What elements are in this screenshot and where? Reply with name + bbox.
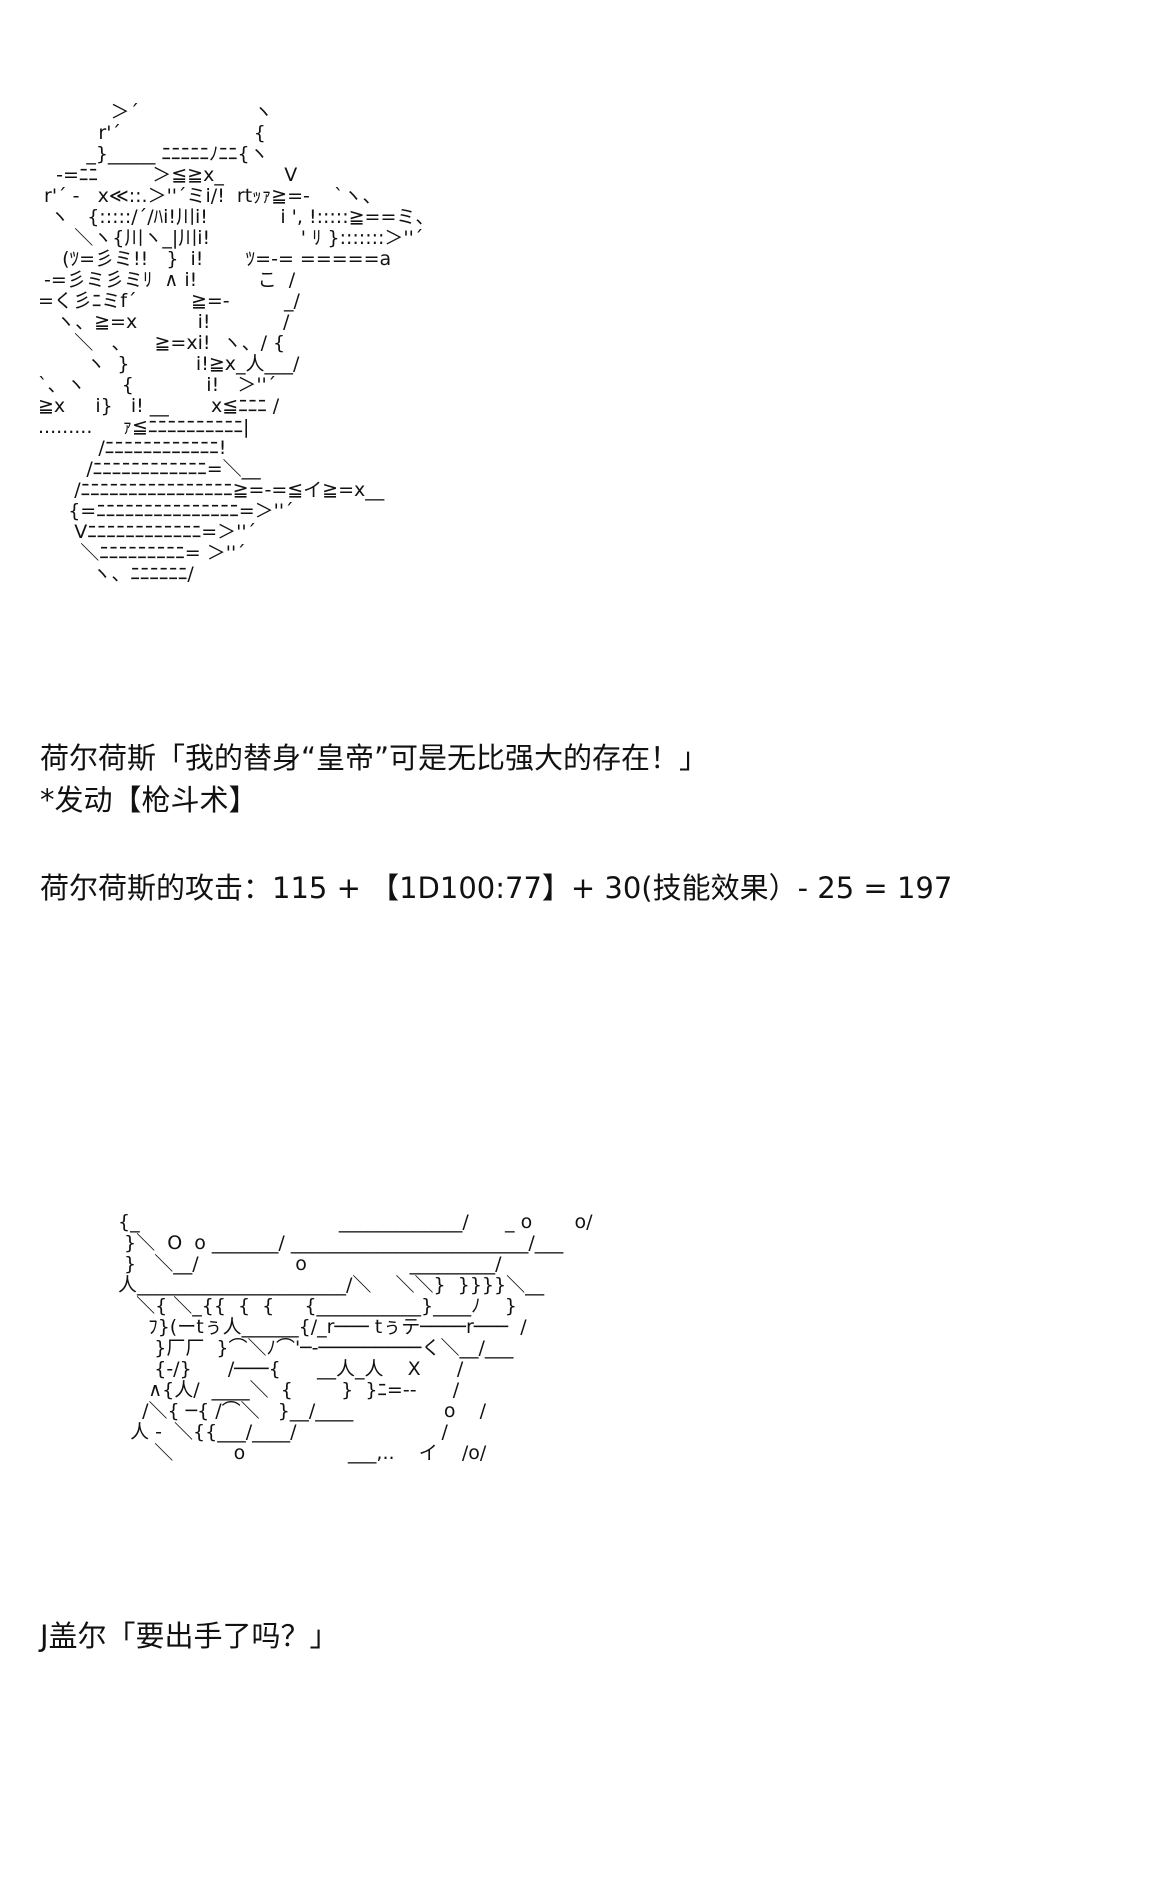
dialogue-j-geil: J盖尔「要出手了吗？」 [40,1619,339,1653]
ascii-art-emperor: ＞´ ヽ r'´ { _}_____ ﾆﾆﾆﾆﾆﾉﾆﾆ{ヽ -=ﾆﾆ ＞≦≧x_… [38,101,435,585]
skill-activation: *发动【枪斗术】 [40,783,258,817]
attack-calculation: 荷尔荷斯的攻击：115 + 【1D100:77】+ 30(技能效果）- 25 =… [40,871,953,905]
ascii-art-j-geil: {_ _____________/ _ o o/ }＼ O o _______/… [118,1211,593,1464]
dialogue-hol-horse: 荷尔荷斯「我的替身“皇帝”可是无比强大的存在！」 [40,741,709,775]
